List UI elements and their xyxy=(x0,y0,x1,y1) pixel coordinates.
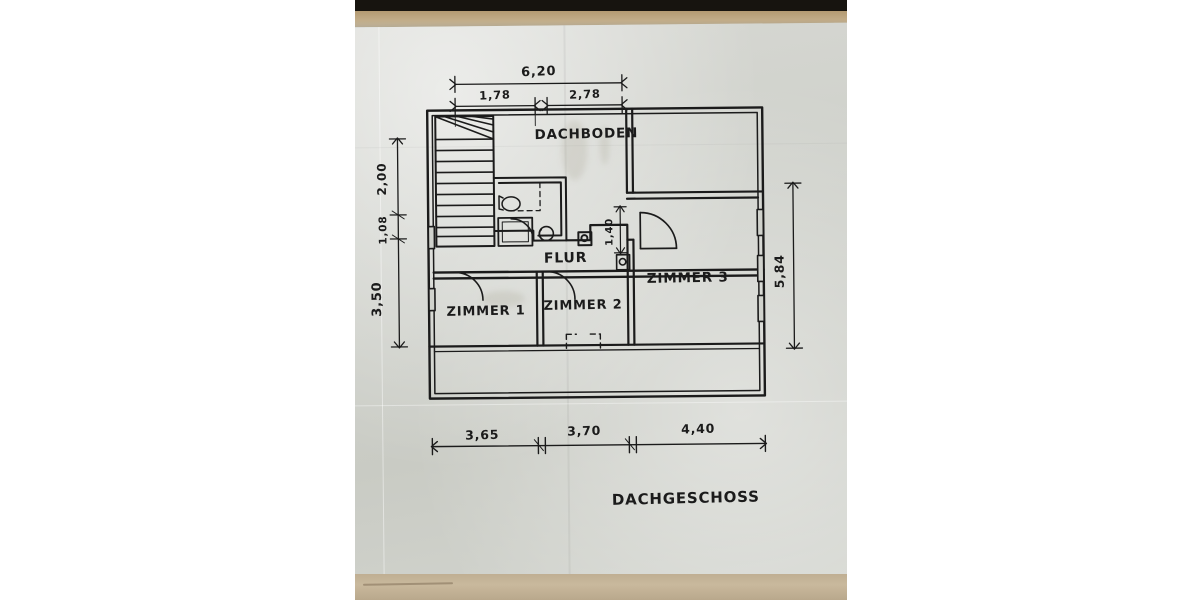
room-label-zimmer3: ZIMMER 3 xyxy=(647,269,729,286)
eaves-band xyxy=(428,342,766,348)
dimension-door-140 xyxy=(613,205,628,255)
dimension-label-door-140: 1,40 xyxy=(604,218,615,246)
window-left-upper xyxy=(427,225,436,250)
wall-zimmer3-left xyxy=(626,238,636,346)
dimension-label-left-seg3: 3,50 xyxy=(370,281,385,316)
dimension-top-seg2 xyxy=(541,96,628,115)
window-right-c xyxy=(757,294,766,323)
room-label-zimmer2: ZIMMER 2 xyxy=(543,297,622,313)
building-outline xyxy=(425,106,767,400)
washbasin-icon xyxy=(538,225,555,242)
dimension-label-left-seg2: 1,08 xyxy=(377,215,389,244)
toilet-icon xyxy=(498,195,521,212)
door-zimmer2 xyxy=(545,270,578,301)
dimension-right xyxy=(784,181,804,350)
dimension-label-left-seg1: 2,00 xyxy=(375,163,389,196)
photo-top-dark-strip xyxy=(355,0,847,11)
dimension-label-right-overall: 5,84 xyxy=(772,254,787,288)
dimension-label-bottom-seg3: 4,40 xyxy=(681,421,715,437)
door-zimmer1 xyxy=(453,271,486,301)
window-left-lower xyxy=(428,287,436,312)
dimension-left-chain xyxy=(388,137,409,349)
window-symbol xyxy=(615,253,631,271)
door-zimmer3 xyxy=(639,211,678,250)
chimney-dashed xyxy=(565,333,602,352)
flur-niche xyxy=(577,231,593,247)
dimension-label-bottom-seg2: 3,70 xyxy=(567,423,601,439)
floor-plan-svg: 6,20 1,78 2,78 2,00 1,08 3,50 5,84 1,40 … xyxy=(370,64,804,509)
window-right-b xyxy=(756,254,765,283)
room-label-dachboden: DACHBODEN xyxy=(534,125,638,143)
wall-zimmer1-zimmer2 xyxy=(535,270,545,347)
bathtub-dashed xyxy=(504,181,541,212)
wall-rooms-top xyxy=(432,268,765,280)
floor-plan-drawing: 6,20 1,78 2,78 2,00 1,08 3,50 5,84 1,40 … xyxy=(355,23,847,580)
wall-dachboden-right xyxy=(625,107,635,194)
dimension-label-top-seg2: 2,78 xyxy=(569,87,601,102)
dimension-label-bottom-seg1: 3,65 xyxy=(465,427,499,443)
letterbox-bar-right xyxy=(847,0,1200,600)
dimension-top-overall xyxy=(449,74,628,94)
window-right-a xyxy=(756,208,765,237)
floor-plan-photograph: 6,20 1,78 2,78 2,00 1,08 3,50 5,84 1,40 … xyxy=(355,0,847,600)
dimension-label-top-overall: 6,20 xyxy=(521,64,557,80)
staircase xyxy=(434,115,496,248)
dimension-label-top-seg1: 1,78 xyxy=(479,87,511,102)
wall-dachboden-bottom xyxy=(625,190,765,200)
wall-flur-top xyxy=(565,223,635,242)
wooden-surface-bottom xyxy=(355,574,847,600)
drawing-title: DACHGESCHOSS xyxy=(612,487,760,508)
room-label-zimmer1: ZIMMER 1 xyxy=(446,303,525,319)
dimension-bottom-chain xyxy=(430,434,768,456)
paper-sheet: 6,20 1,78 2,78 2,00 1,08 3,50 5,84 1,40 … xyxy=(355,22,847,580)
letterbox-bar-left xyxy=(0,0,355,600)
room-label-flur: FLUR xyxy=(544,250,588,267)
door-bathroom xyxy=(510,218,535,242)
bathroom xyxy=(492,176,568,242)
building-outline-inner xyxy=(431,111,761,395)
dimension-top-seg1 xyxy=(449,96,541,127)
eaves-band-inner xyxy=(433,347,761,353)
